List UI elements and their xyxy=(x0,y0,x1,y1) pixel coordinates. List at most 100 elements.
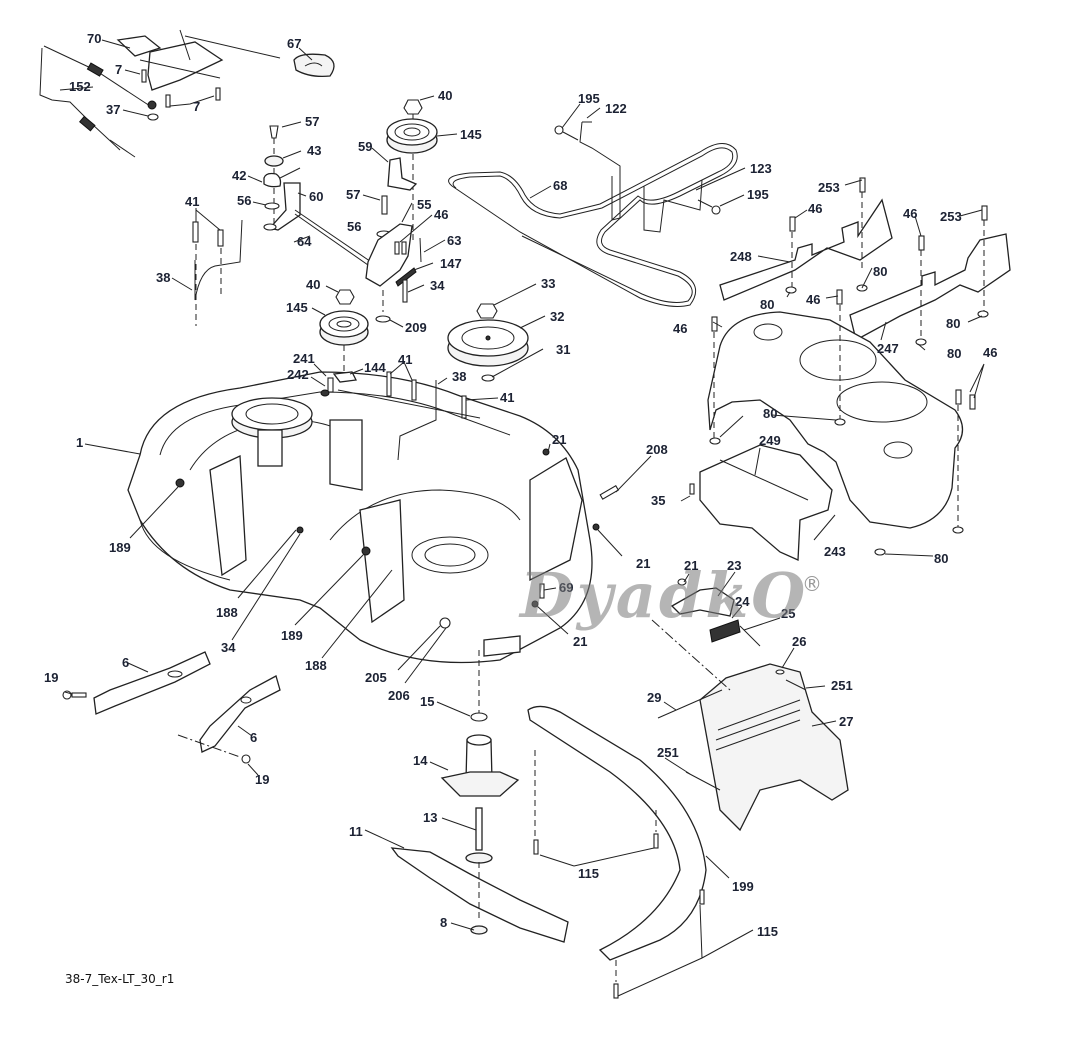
belt-shield-248 xyxy=(719,198,893,301)
callout-6: 6 xyxy=(122,655,130,670)
callout-13: 13 xyxy=(423,810,438,825)
deflector-rod-199 xyxy=(527,705,707,999)
callout-19: 19 xyxy=(255,772,270,787)
registered-mark: ® xyxy=(802,572,822,596)
callout-27: 27 xyxy=(839,714,854,729)
callout-41: 41 xyxy=(500,390,515,405)
callout-188: 188 xyxy=(216,605,238,620)
callout-67: 67 xyxy=(287,36,302,51)
rod-38-left xyxy=(192,219,243,326)
callout-145: 145 xyxy=(286,300,308,315)
callout-1: 1 xyxy=(76,435,84,450)
idler-pulley-upper xyxy=(386,99,438,240)
callout-25: 25 xyxy=(781,606,796,621)
callout-209: 209 xyxy=(405,320,427,335)
callout-195: 195 xyxy=(578,91,600,106)
callout-33: 33 xyxy=(541,276,556,291)
callout-34: 34 xyxy=(221,640,236,655)
callout-242: 242 xyxy=(287,367,309,382)
callout-29: 29 xyxy=(647,690,662,705)
callout-57: 57 xyxy=(305,114,320,129)
callout-31: 31 xyxy=(556,342,571,357)
callout-46: 46 xyxy=(983,345,998,360)
spindle-assembly xyxy=(390,650,569,943)
callout-42: 42 xyxy=(232,168,247,183)
callout-60: 60 xyxy=(309,189,324,204)
callout-46: 46 xyxy=(903,206,918,221)
callout-37: 37 xyxy=(106,102,121,117)
callout-38: 38 xyxy=(452,369,467,384)
callout-11: 11 xyxy=(349,824,363,839)
callout-8: 8 xyxy=(440,915,448,930)
callout-248: 248 xyxy=(730,249,752,264)
callout-115: 115 xyxy=(578,866,599,881)
callout-7: 7 xyxy=(193,99,201,114)
callout-123: 123 xyxy=(750,161,772,176)
callout-24: 24 xyxy=(735,594,750,609)
leader-lines xyxy=(59,39,985,997)
callout-208: 208 xyxy=(646,442,668,457)
lift-cable-152 xyxy=(39,45,151,158)
deck-top-fasteners xyxy=(320,371,620,500)
callout-243: 243 xyxy=(824,544,846,559)
knob-67 xyxy=(293,53,335,78)
callout-56: 56 xyxy=(347,219,362,234)
callout-41: 41 xyxy=(185,194,200,209)
callout-241: 241 xyxy=(293,351,315,366)
bolts-7 xyxy=(141,69,221,121)
callout-205: 205 xyxy=(365,670,387,685)
callout-68: 68 xyxy=(553,178,568,193)
callout-144: 144 xyxy=(364,360,386,375)
callout-147: 147 xyxy=(440,256,462,271)
callout-21: 21 xyxy=(636,556,651,571)
belt-guides xyxy=(554,121,721,233)
idler-arm-assembly xyxy=(263,125,381,273)
callout-189: 189 xyxy=(281,628,303,643)
callout-40: 40 xyxy=(438,88,453,103)
callout-206: 206 xyxy=(388,688,410,703)
callout-38: 38 xyxy=(156,270,171,285)
callout-189: 189 xyxy=(109,540,131,555)
callout-64: 64 xyxy=(297,234,312,249)
callout-35: 35 xyxy=(651,493,666,508)
callout-70: 70 xyxy=(87,31,102,46)
callout-43: 43 xyxy=(307,143,322,158)
idler-bracket-55 xyxy=(365,195,422,323)
callout-69: 69 xyxy=(559,580,574,595)
callout-57: 57 xyxy=(346,187,361,202)
bracket-70 xyxy=(116,29,281,91)
callout-6: 6 xyxy=(250,730,258,745)
callout-247: 247 xyxy=(877,341,899,356)
callout-195: 195 xyxy=(747,187,769,202)
belt-shield-247 xyxy=(849,233,1011,341)
callout-41: 41 xyxy=(398,352,413,367)
callout-145: 145 xyxy=(460,127,482,142)
callout-59: 59 xyxy=(358,139,373,154)
callout-249: 249 xyxy=(759,433,781,448)
idler-pulley-lower xyxy=(319,289,369,420)
callout-14: 14 xyxy=(413,753,428,768)
callout-21: 21 xyxy=(684,558,699,573)
callout-80: 80 xyxy=(934,551,949,566)
callout-21: 21 xyxy=(552,432,567,447)
diagram-caption: 38-7_Tex-LT_30_r1 xyxy=(65,972,175,986)
callout-199: 199 xyxy=(732,879,754,894)
callout-80: 80 xyxy=(760,297,775,312)
callout-34: 34 xyxy=(430,278,445,293)
callout-122: 122 xyxy=(605,101,627,116)
deflector-249 xyxy=(699,444,833,561)
callout-40: 40 xyxy=(306,277,321,292)
callout-152: 152 xyxy=(69,79,91,94)
right-fasteners xyxy=(689,177,989,556)
callout-46: 46 xyxy=(806,292,821,307)
callout-56: 56 xyxy=(237,193,252,208)
callout-80: 80 xyxy=(947,346,962,361)
callout-46: 46 xyxy=(808,201,823,216)
callout-253: 253 xyxy=(940,209,962,224)
watermark-logo: DyadkO xyxy=(520,559,809,632)
discharge-chute-27 xyxy=(657,663,849,832)
drive-belt-68 xyxy=(448,143,738,307)
callout-251: 251 xyxy=(657,745,679,760)
